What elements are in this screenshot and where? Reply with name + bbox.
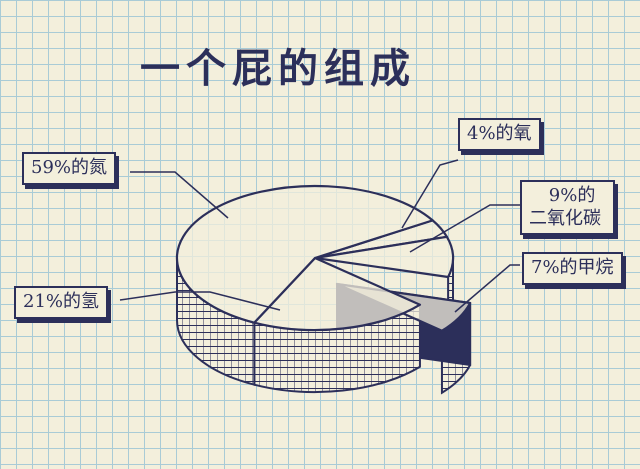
label-co2: 9%的二氧化碳 xyxy=(520,180,616,235)
label-methane: 7%的甲烷 xyxy=(522,252,623,285)
leader-methane xyxy=(454,264,520,313)
chart-title: 一个屁的组成 xyxy=(140,45,416,92)
pie-slice-59%的氮 xyxy=(175,184,434,324)
label-oxygen: 4%的氧 xyxy=(458,118,541,151)
label-hydrogen: 21%的氢 xyxy=(14,286,109,319)
leader-oxygen xyxy=(401,159,459,229)
leader-lines xyxy=(119,159,520,313)
leader-nitrogen xyxy=(130,171,229,219)
leader-hydrogen xyxy=(119,291,281,311)
pie-slice-21%的氢 xyxy=(253,256,422,332)
label-nitrogen: 59%的氮 xyxy=(22,152,117,185)
leader-co2 xyxy=(409,204,520,253)
